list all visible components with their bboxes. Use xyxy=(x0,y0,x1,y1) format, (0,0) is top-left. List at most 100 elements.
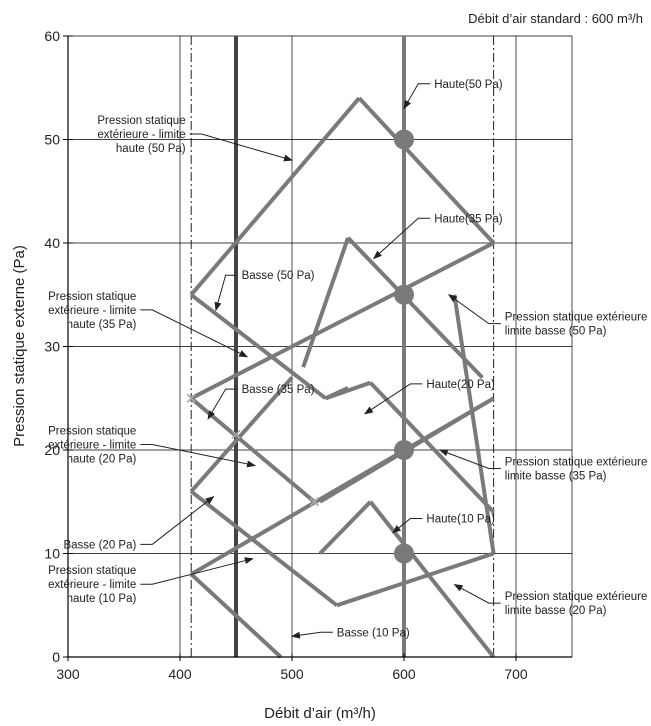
series-line xyxy=(324,380,372,401)
series-line xyxy=(190,241,495,401)
series-line xyxy=(189,572,283,659)
annotation-line: Basse (10 Pa) xyxy=(337,627,410,639)
annotation: Pression statique extérieure - limite haut… xyxy=(97,115,293,162)
x-tick-label: 400 xyxy=(168,666,192,682)
x-tick-label: 300 xyxy=(56,666,80,682)
annotation: Haute(35 Pa) xyxy=(373,213,503,260)
annotation-text: Basse (35 Pa) xyxy=(242,384,315,396)
series-line xyxy=(368,381,496,514)
annotation-line: haute (10 Pa) xyxy=(67,593,137,605)
annotation-line: Pression statique xyxy=(48,565,136,577)
annotation-arrow xyxy=(403,83,431,110)
y-tick-label: 30 xyxy=(44,339,60,355)
y-tick-label: 20 xyxy=(44,442,60,458)
annotation-line: haute (50 Pa) xyxy=(116,143,186,155)
x-axis-title: Débit d’air (m³/h) xyxy=(264,705,376,722)
y-tick-label: 0 xyxy=(52,649,60,665)
annotation: Haute(10 Pa) xyxy=(392,513,495,534)
annotation: Haute(20 Pa) xyxy=(363,379,495,415)
annotation-line: Haute(50 Pa) xyxy=(434,79,503,91)
annotation-text: Haute(20 Pa) xyxy=(426,379,495,391)
annotation-text: Haute(50 Pa) xyxy=(434,79,503,91)
operating-point xyxy=(394,129,414,150)
y-tick-label: 10 xyxy=(44,546,60,562)
series-line xyxy=(318,500,372,555)
annotation-line: extérieure - limite xyxy=(97,129,185,141)
cross-marker xyxy=(309,497,319,507)
annotation-line: Pression statique extérieure - xyxy=(505,312,651,324)
annotation-text: Pression statique extérieure - limite bas… xyxy=(505,457,651,483)
annotation-line: limite basse (35 Pa) xyxy=(505,471,607,483)
x-tick-label: 500 xyxy=(280,666,304,682)
annotation-arrow xyxy=(189,133,293,162)
annotation-line: Basse (50 Pa) xyxy=(242,270,315,282)
series-line xyxy=(301,237,350,368)
annotation-arrow xyxy=(453,584,501,604)
annotation-line: limite basse (50 Pa) xyxy=(505,326,607,338)
series-line xyxy=(357,96,496,245)
annotation-arrow xyxy=(363,383,423,415)
annotation: Pression statique extérieure - limite haut… xyxy=(48,557,254,605)
annotation-arrow xyxy=(140,557,254,585)
annotation-text: Basse (50 Pa) xyxy=(242,270,315,282)
annotation-text: Pression statique extérieure - limite haut… xyxy=(48,425,136,465)
annotation: Pression statique extérieure - limite haut… xyxy=(48,425,257,468)
annotation: Haute(50 Pa) xyxy=(403,79,503,110)
annotation-arrow xyxy=(140,443,257,468)
series-line xyxy=(189,96,361,297)
annotation: Basse (10 Pa) xyxy=(291,627,410,639)
annotation-text: Haute(35 Pa) xyxy=(434,213,503,225)
annotation-line: Haute(10 Pa) xyxy=(426,513,495,525)
annotation-arrow xyxy=(373,217,431,260)
annotation: Basse (20 Pa) xyxy=(63,495,215,551)
annotation: Basse (50 Pa) xyxy=(214,270,315,312)
annotation-text: Pression statique extérieure - limite bas… xyxy=(505,312,651,338)
annotation-line: haute (35 Pa) xyxy=(67,319,137,331)
y-tick-label: 40 xyxy=(44,235,60,251)
annotation-line: extérieure - limite xyxy=(48,579,136,591)
annotation-line: Basse (35 Pa) xyxy=(242,384,315,396)
annotation-line: Basse (20 Pa) xyxy=(63,539,136,551)
annotation-line: Pression statique xyxy=(97,115,185,127)
x-tick-label: 700 xyxy=(504,666,528,682)
annotation-line: Haute(20 Pa) xyxy=(426,379,495,391)
annotation-line: extérieure - limite xyxy=(48,305,136,317)
series-lines xyxy=(189,96,496,659)
series-line xyxy=(189,293,327,400)
annotation-arrow xyxy=(207,388,238,420)
annotation-arrow xyxy=(291,631,333,639)
annotation-text: Pression statique extérieure - limite haut… xyxy=(97,115,185,155)
annotation-line: haute (20 Pa) xyxy=(67,453,137,465)
operating-point xyxy=(394,440,414,460)
annotation-arrow xyxy=(140,309,249,358)
annotation-line: Pression statique xyxy=(48,425,136,437)
y-tick-label: 50 xyxy=(44,132,60,148)
annotation-arrow xyxy=(392,517,423,534)
annotation: Pression statique extérieure - limite bas… xyxy=(438,449,651,483)
cross-marker xyxy=(186,393,196,403)
annotation: Pression statique extérieure - limite bas… xyxy=(453,584,651,617)
annotation: Basse (35 Pa) xyxy=(207,384,315,420)
annotation-text: Pression statique extérieure - limite haut… xyxy=(48,565,136,605)
annotation-line: Pression statique extérieure - xyxy=(505,457,651,469)
operating-point xyxy=(394,284,414,305)
series-line xyxy=(346,236,484,379)
annotation-arrow xyxy=(438,449,501,470)
series-line xyxy=(189,376,294,493)
annotation-line: limite basse (20 Pa) xyxy=(505,605,607,617)
annotation-arrow xyxy=(140,495,215,545)
series-line xyxy=(452,294,496,554)
series-line xyxy=(336,551,495,608)
annotation-arrow xyxy=(447,294,501,325)
annotation-line: Haute(35 Pa) xyxy=(434,213,503,225)
annotation-text: Basse (20 Pa) xyxy=(63,539,136,551)
y-axis-title: Pression statique externe (Pa) xyxy=(11,245,28,447)
annotations: Haute(50 Pa) Pression statique extérieure … xyxy=(48,79,651,640)
annotation-text: Basse (10 Pa) xyxy=(337,627,410,639)
annotation-line: Pression statique extérieure - xyxy=(505,591,651,603)
annotation-line: extérieure - limite xyxy=(48,439,136,451)
